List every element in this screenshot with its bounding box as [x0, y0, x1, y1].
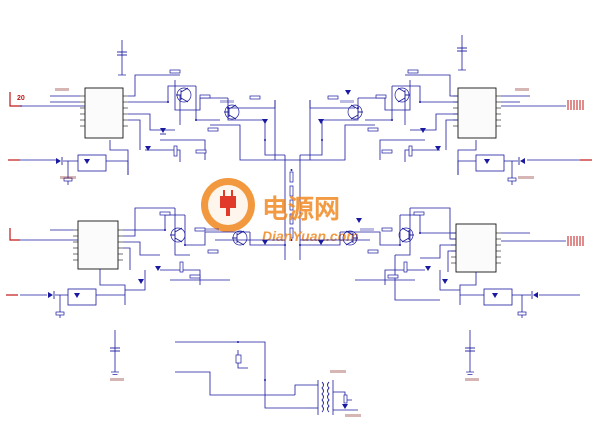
port-marker-top-left: 20: [9, 92, 25, 107]
junction-dots: [164, 101, 421, 246]
marker-label-top-left: 20: [17, 95, 25, 102]
wiring-mid-right: [300, 207, 566, 305]
driver-ic-mid-right: [451, 223, 501, 273]
transistors-top-left: [176, 87, 240, 120]
optocoupler-mid-right: [460, 288, 580, 318]
port-marker-mid-left: [9, 228, 20, 241]
cap-bottom-right: [465, 330, 475, 375]
resistors-top-left: [169, 69, 261, 157]
optocoupler-top-left: [8, 154, 129, 185]
center-bus: [239, 100, 346, 260]
center-resistor-stack: [289, 169, 294, 241]
component-annotations: [55, 88, 534, 417]
optocoupler-top-right: [457, 154, 592, 185]
driver-ic-top-right: [453, 87, 501, 139]
watermark-brand-cn: 电源网: [262, 194, 340, 224]
cap-top-right: [457, 35, 467, 71]
diodes-mid-left: [48, 240, 268, 299]
bottom-supply-circuit: [175, 341, 358, 415]
diodes-top-right: [318, 90, 525, 165]
wiring-mid-left: [20, 207, 285, 305]
cap-top-left: [117, 40, 127, 76]
resistors-mid-left: [159, 211, 219, 279]
driver-ic-mid-left: [73, 220, 123, 270]
port-marker-top-right: [567, 100, 584, 110]
cap-bottom-left: [110, 330, 120, 375]
transistors-mid-right: [342, 227, 414, 246]
resistors-mid-right: [367, 211, 425, 279]
resistors-top-right: [327, 69, 419, 157]
optocoupler-mid-left: [6, 288, 125, 318]
diodes-top-left: [56, 119, 268, 165]
diodes-mid-right: [318, 218, 538, 299]
port-marker-mid-right: [567, 236, 584, 246]
dianyuan-watermark: 电源网 DianYuan.com: [201, 178, 359, 244]
transistors-mid-left: [170, 227, 248, 246]
driver-ic-top-left: [80, 87, 128, 139]
transistors-top-right: [347, 87, 410, 120]
